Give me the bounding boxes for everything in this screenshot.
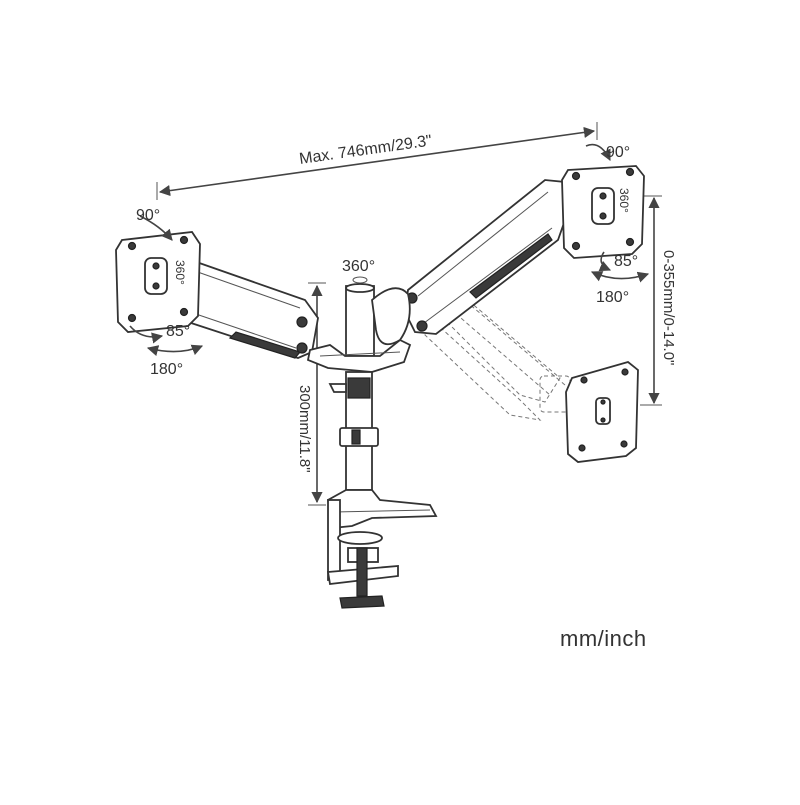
left-tilt-label: 90° [136,207,160,224]
left-swivel-label: 85° [166,323,190,340]
left-arm [179,256,319,359]
left-rotation-marks: 90° 360° 85° 180° [129,207,204,378]
right-arm [404,179,573,335]
right-swivel-label: 85° [614,253,638,270]
right-vesa-plate [561,165,645,259]
lowered-vesa-plate [565,361,639,463]
right-rotation-marks: 90° 360° 85° 180° [585,143,650,306]
right-pan-label: 180° [596,289,629,306]
units-label: mm/inch [560,626,647,651]
height-range-dimension: 0-355mm/0-14.0" [640,195,677,406]
height-range-label: 0-355mm/0-14.0" [660,250,677,365]
right-rotation-label: 360° [617,188,631,213]
pole-rotation-label: 360° [342,258,375,275]
support-pole [328,371,379,491]
left-vesa-plate [115,231,201,333]
left-pan-label: 180° [150,361,183,378]
pole-height-label: 300mm/11.8" [296,385,313,473]
right-tilt-label: 90° [606,144,630,161]
left-rotation-label: 360° [173,260,187,285]
max-reach-dimension: Max. 746mm/29.3" [156,122,598,200]
desk-clamp [326,489,438,609]
pole-hub: 360° [306,258,412,373]
